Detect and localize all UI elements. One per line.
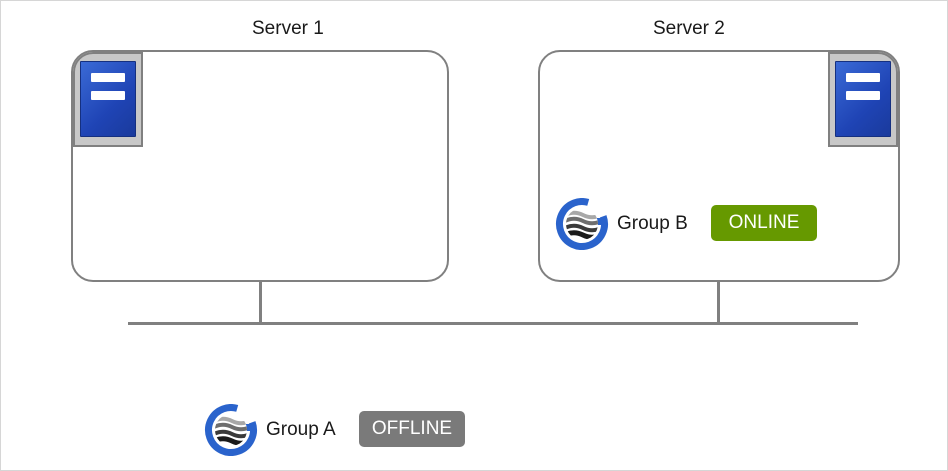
network-bus bbox=[128, 322, 858, 325]
group-b: Group B bbox=[555, 198, 688, 250]
group-a: Group A bbox=[204, 404, 336, 456]
server-icon bbox=[835, 61, 891, 137]
server-1-icon-frame bbox=[73, 52, 143, 147]
server-2-icon-frame bbox=[828, 52, 898, 147]
group-logo-icon bbox=[556, 198, 608, 250]
server-1-title: Server 1 bbox=[252, 18, 324, 39]
group-b-label: Group B bbox=[617, 213, 688, 234]
server-1-connector bbox=[259, 282, 262, 324]
server-1-box bbox=[71, 50, 449, 282]
group-a-label: Group A bbox=[266, 419, 336, 440]
server-2-connector bbox=[717, 282, 720, 324]
server-2-title: Server 2 bbox=[653, 18, 725, 39]
status-badge-online: ONLINE bbox=[711, 205, 817, 241]
group-logo-icon bbox=[205, 404, 257, 456]
server-icon bbox=[80, 61, 136, 137]
status-badge-offline: OFFLINE bbox=[359, 411, 465, 447]
